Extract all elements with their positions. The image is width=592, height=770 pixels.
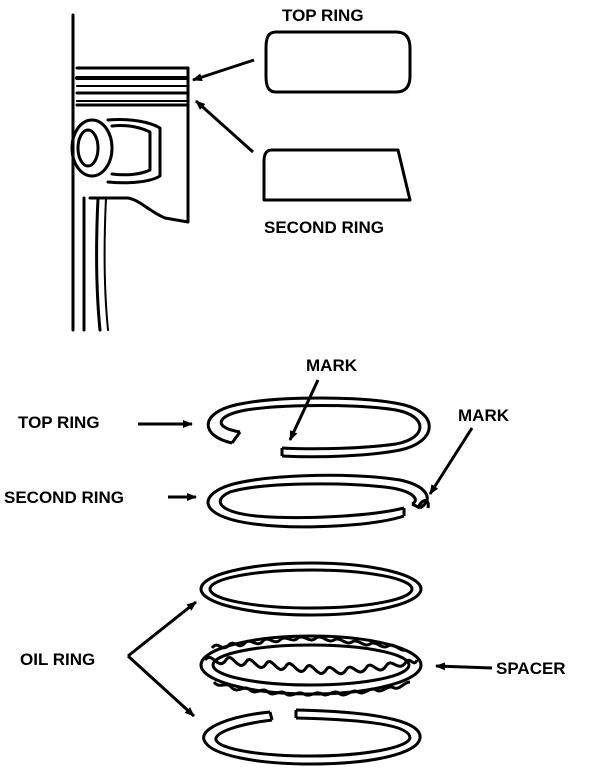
top-ring-profile (264, 30, 412, 94)
piston-cross-section (70, 13, 190, 332)
second-ring-lower-label: SECOND RING (4, 488, 124, 507)
top-ring-upper-label: TOP RING (282, 6, 364, 25)
lower-arrows (126, 379, 493, 718)
second-ring-upper-label: SECOND RING (264, 218, 384, 237)
upper-arrows (192, 58, 255, 154)
spacer-label: SPACER (496, 659, 566, 678)
second-ring (206, 473, 430, 529)
mark-right-label: MARK (458, 406, 509, 425)
spacer (199, 634, 423, 697)
oil-ring-lower-rail (202, 708, 422, 766)
mark-center-label: MARK (306, 356, 357, 375)
top-ring-lower-label: TOP RING (18, 413, 100, 432)
oil-ring-label: OIL RING (20, 650, 96, 669)
oil-ring-upper-rail (199, 561, 423, 617)
top-ring (206, 396, 431, 459)
second-ring-profile (262, 148, 412, 202)
